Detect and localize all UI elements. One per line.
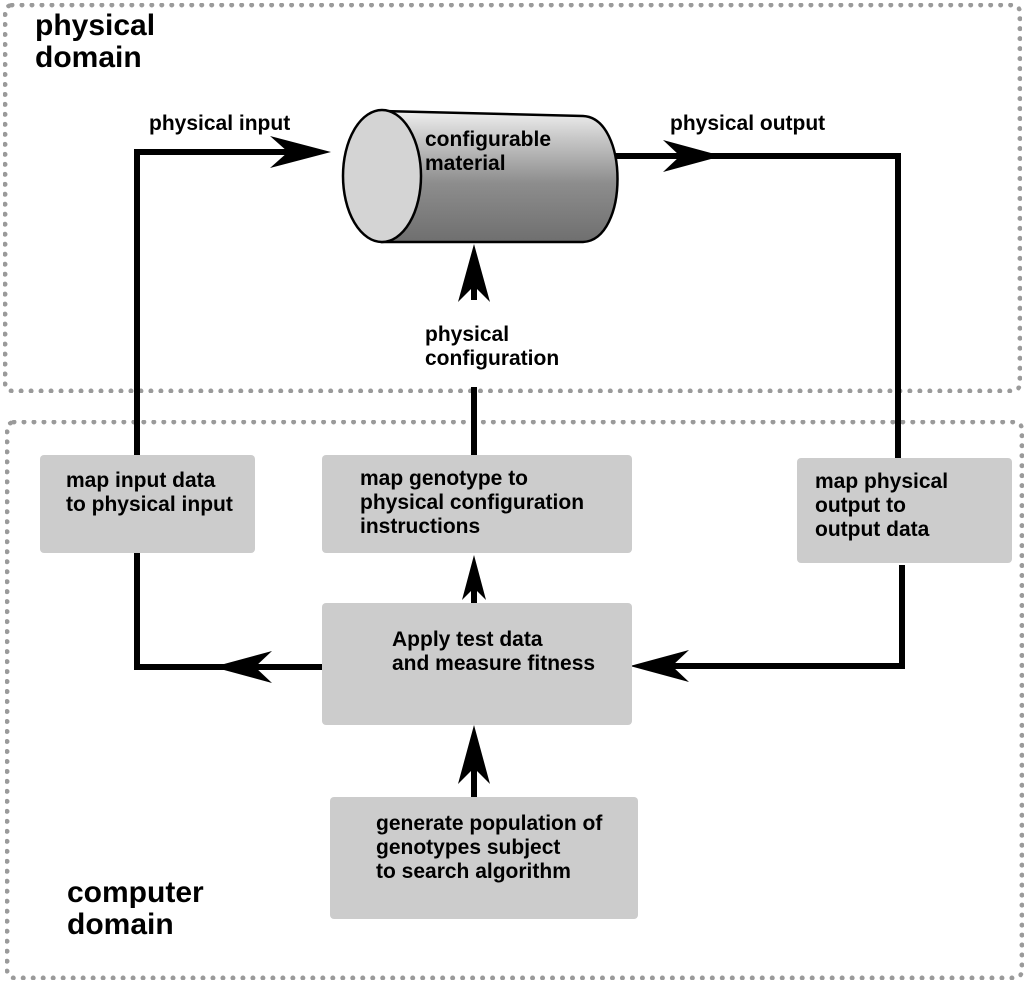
map-input-box: map input data to physical input <box>40 455 255 553</box>
output-path-upper <box>605 153 901 458</box>
physical-input-arrowhead <box>270 136 331 168</box>
physical-configuration-arrowhead <box>458 244 490 302</box>
apply-test-box: Apply test data and measure fitness <box>322 603 632 725</box>
physical-domain-region <box>3 3 1022 393</box>
generate-population-box: generate population of genotypes subject… <box>330 797 638 919</box>
population-to-fitness-arrowhead <box>458 725 490 784</box>
input-path-lower <box>134 553 322 670</box>
configurable-material-label: configurable material <box>425 128 552 175</box>
map-output-box: map physical output to output data <box>797 458 1012 563</box>
computer-domain-title: computer domain <box>67 876 204 941</box>
physical-output-arrowhead <box>663 140 722 172</box>
fitness-to-input-arrowhead <box>213 651 272 683</box>
fitness-to-genotype-arrowhead <box>462 555 486 600</box>
map-genotype-box: map genotype to physical configuration i… <box>322 455 632 553</box>
configurable-material-cylinder <box>341 108 619 244</box>
physical-domain-title: physical domain <box>35 9 156 74</box>
input-path-upper <box>134 149 300 455</box>
physical-input-label: physical input <box>149 112 291 135</box>
physical-output-label: physical output <box>670 112 826 135</box>
physical-configuration-label: physical configuration <box>425 323 560 370</box>
computer-domain-region <box>5 420 1024 980</box>
output-path-lower <box>662 565 905 669</box>
output-to-fitness-arrowhead <box>630 650 689 682</box>
